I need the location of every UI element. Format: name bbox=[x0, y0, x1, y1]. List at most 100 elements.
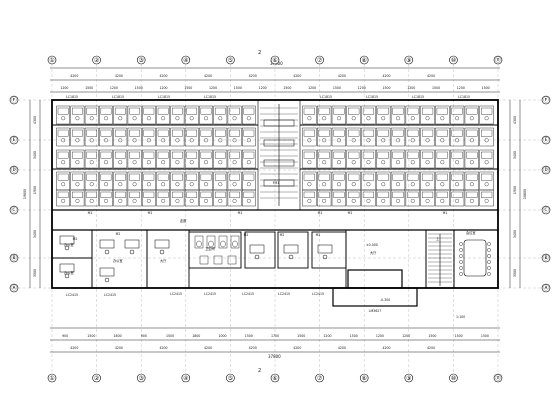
cubicle bbox=[156, 189, 170, 207]
cubicle bbox=[170, 127, 185, 147]
col-axis-bottom-label: ① bbox=[49, 375, 54, 382]
chair bbox=[336, 116, 341, 121]
chair bbox=[246, 160, 251, 165]
toilet-bowl bbox=[208, 240, 214, 248]
chair bbox=[104, 160, 108, 165]
cubicle bbox=[156, 105, 170, 125]
cubicle bbox=[170, 105, 185, 125]
desk bbox=[392, 191, 404, 198]
chair bbox=[410, 116, 415, 121]
desk bbox=[436, 191, 448, 198]
top-sub-dim: 1200 bbox=[259, 86, 267, 90]
desk bbox=[377, 191, 389, 198]
cubicle bbox=[184, 189, 199, 207]
cubicle bbox=[184, 171, 199, 191]
cubicle bbox=[390, 127, 406, 147]
chair bbox=[484, 138, 489, 143]
chair bbox=[175, 116, 180, 121]
row-axis-left-label: Ⓑ bbox=[11, 254, 17, 262]
bottom-sub-dim: 1700 bbox=[271, 334, 279, 338]
cubicle bbox=[70, 127, 85, 147]
cubicle bbox=[170, 189, 185, 207]
window-label-top: LC1815 bbox=[158, 95, 170, 99]
top-bay-dim: 4200 bbox=[338, 74, 346, 78]
bottom-bay-dim: 4200 bbox=[382, 346, 390, 350]
bottom-dimension-group bbox=[50, 327, 500, 353]
top-bay-dim: 4200 bbox=[293, 74, 301, 78]
chair bbox=[218, 160, 223, 165]
chair bbox=[336, 138, 341, 143]
col-axis-bottom-label: ⑥ bbox=[272, 375, 277, 382]
cubicle bbox=[317, 189, 332, 207]
meeting-chair bbox=[487, 242, 491, 246]
cubicle bbox=[479, 171, 494, 191]
office-desk bbox=[283, 244, 299, 254]
cubicle bbox=[331, 105, 347, 125]
south-desks bbox=[59, 235, 333, 283]
cubicle bbox=[479, 127, 494, 147]
desk bbox=[86, 191, 98, 198]
cubicle bbox=[361, 149, 376, 169]
right-stair-treads bbox=[428, 233, 452, 286]
chair bbox=[161, 198, 166, 203]
top-bay-dim: 4200 bbox=[204, 74, 212, 78]
cubicle bbox=[420, 105, 435, 125]
chair bbox=[61, 198, 66, 203]
top-bay-dim: 4200 bbox=[382, 74, 390, 78]
door-label-m1: M1 bbox=[238, 211, 243, 215]
bottom-sub-dim: 1500 bbox=[455, 334, 463, 338]
cubicle bbox=[242, 189, 256, 207]
bottom-bay-dim: 4200 bbox=[70, 346, 78, 350]
desk bbox=[303, 107, 315, 115]
cubicle bbox=[70, 189, 85, 207]
meeting-label: 会议室 bbox=[466, 230, 476, 235]
office-chair bbox=[129, 249, 135, 255]
desk bbox=[100, 129, 112, 137]
desk bbox=[72, 173, 83, 181]
cubicle bbox=[170, 171, 185, 191]
cubicle bbox=[213, 105, 228, 125]
col-axis-bottom-2 bbox=[92, 373, 101, 383]
cubicle bbox=[156, 149, 170, 169]
desk bbox=[436, 107, 448, 115]
entrance-door-label: LM3627 bbox=[369, 309, 382, 313]
chair bbox=[396, 160, 400, 165]
chair bbox=[396, 198, 400, 203]
cubicle bbox=[227, 149, 242, 169]
chair bbox=[232, 182, 237, 187]
desk bbox=[172, 191, 183, 198]
meeting-chair bbox=[487, 272, 491, 276]
chair bbox=[322, 138, 327, 143]
desk bbox=[333, 129, 345, 137]
row-axis-left-label: Ⓒ bbox=[11, 206, 17, 214]
chair bbox=[469, 116, 474, 121]
bottom-sub-dim: 1500 bbox=[166, 334, 174, 338]
col-axis-bottom-5 bbox=[226, 373, 235, 383]
cubicle bbox=[156, 171, 170, 191]
chair bbox=[484, 182, 489, 187]
chair bbox=[366, 138, 371, 143]
desk bbox=[466, 107, 478, 115]
desk bbox=[157, 173, 169, 181]
cubicle bbox=[331, 189, 347, 207]
cubicle bbox=[420, 127, 435, 147]
desk bbox=[86, 151, 98, 159]
chair bbox=[322, 160, 327, 165]
chair bbox=[189, 160, 194, 165]
cubicle bbox=[113, 189, 128, 207]
cubicle bbox=[390, 189, 406, 207]
chair bbox=[351, 198, 356, 203]
desk bbox=[436, 129, 448, 137]
col-axis-top-label: ⑪ bbox=[495, 56, 501, 64]
office-chair bbox=[104, 249, 110, 255]
chair bbox=[336, 160, 341, 165]
desk bbox=[157, 129, 169, 137]
cubicle bbox=[199, 189, 213, 207]
desk bbox=[407, 107, 419, 115]
cubicle bbox=[390, 105, 406, 125]
col-axis-bottom-label: ⑤ bbox=[228, 375, 233, 382]
stair-landing-mark bbox=[263, 139, 295, 147]
door-label-m2: M2 bbox=[316, 233, 321, 237]
chair bbox=[89, 198, 94, 203]
